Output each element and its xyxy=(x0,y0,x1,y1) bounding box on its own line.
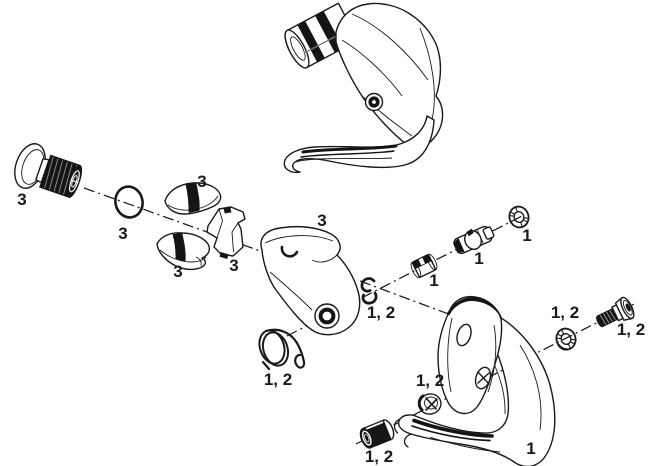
pivot-bolt xyxy=(596,296,635,328)
retaining-clips xyxy=(360,277,378,305)
brake-lever-blade xyxy=(393,313,556,466)
callout-clamp-insert: 3 xyxy=(229,256,238,275)
flange-nut xyxy=(417,393,442,415)
assembled-brake-lever xyxy=(283,2,444,174)
callout-flange-nut: 1, 2 xyxy=(416,371,444,390)
lever-body xyxy=(260,225,361,336)
clamp-insert xyxy=(206,206,246,259)
brake-lever-mount xyxy=(437,295,503,415)
return-spring xyxy=(258,328,306,371)
callout-pivot-bolt: 1, 2 xyxy=(617,320,645,339)
callout-serrated-washer: 1, 2 xyxy=(551,303,579,322)
callout-clamp-shell-bottom: 3 xyxy=(173,262,182,281)
clamp-shell-top xyxy=(164,182,222,215)
callout-mounting-bolt: 3 xyxy=(17,190,26,209)
o-ring xyxy=(114,185,144,219)
pivot-button xyxy=(364,92,384,112)
callout-return-spring: 1, 2 xyxy=(264,370,292,389)
centerline-link-axis xyxy=(359,280,471,323)
callout-o-ring: 3 xyxy=(118,224,127,243)
callout-labels: 3 3 3 3 3 3 1, 2 1, 2 1 1 1 1, 2 1, 2 1,… xyxy=(17,172,645,466)
callout-retaining-clips: 1, 2 xyxy=(367,303,395,322)
cable-anchor xyxy=(453,225,495,255)
serrated-washer xyxy=(555,327,577,351)
callout-anchor-washer: 1 xyxy=(522,226,531,245)
mounting-bolt xyxy=(14,143,83,198)
callout-cable-anchor: 1 xyxy=(474,249,483,268)
cable-bushing xyxy=(410,253,438,279)
centerline-clamp-axis xyxy=(83,187,264,253)
callout-cable-bushing: 1 xyxy=(429,271,438,290)
clamp-shell-bottom xyxy=(156,232,211,271)
callout-lever-body: 3 xyxy=(317,211,326,230)
callout-lever-blade: 1 xyxy=(526,439,535,458)
callout-clamp-shell-top: 3 xyxy=(197,172,206,191)
anchor-washer xyxy=(508,205,530,229)
callout-barrel-nut: 1, 2 xyxy=(365,447,393,466)
barrel-nut xyxy=(359,419,395,449)
